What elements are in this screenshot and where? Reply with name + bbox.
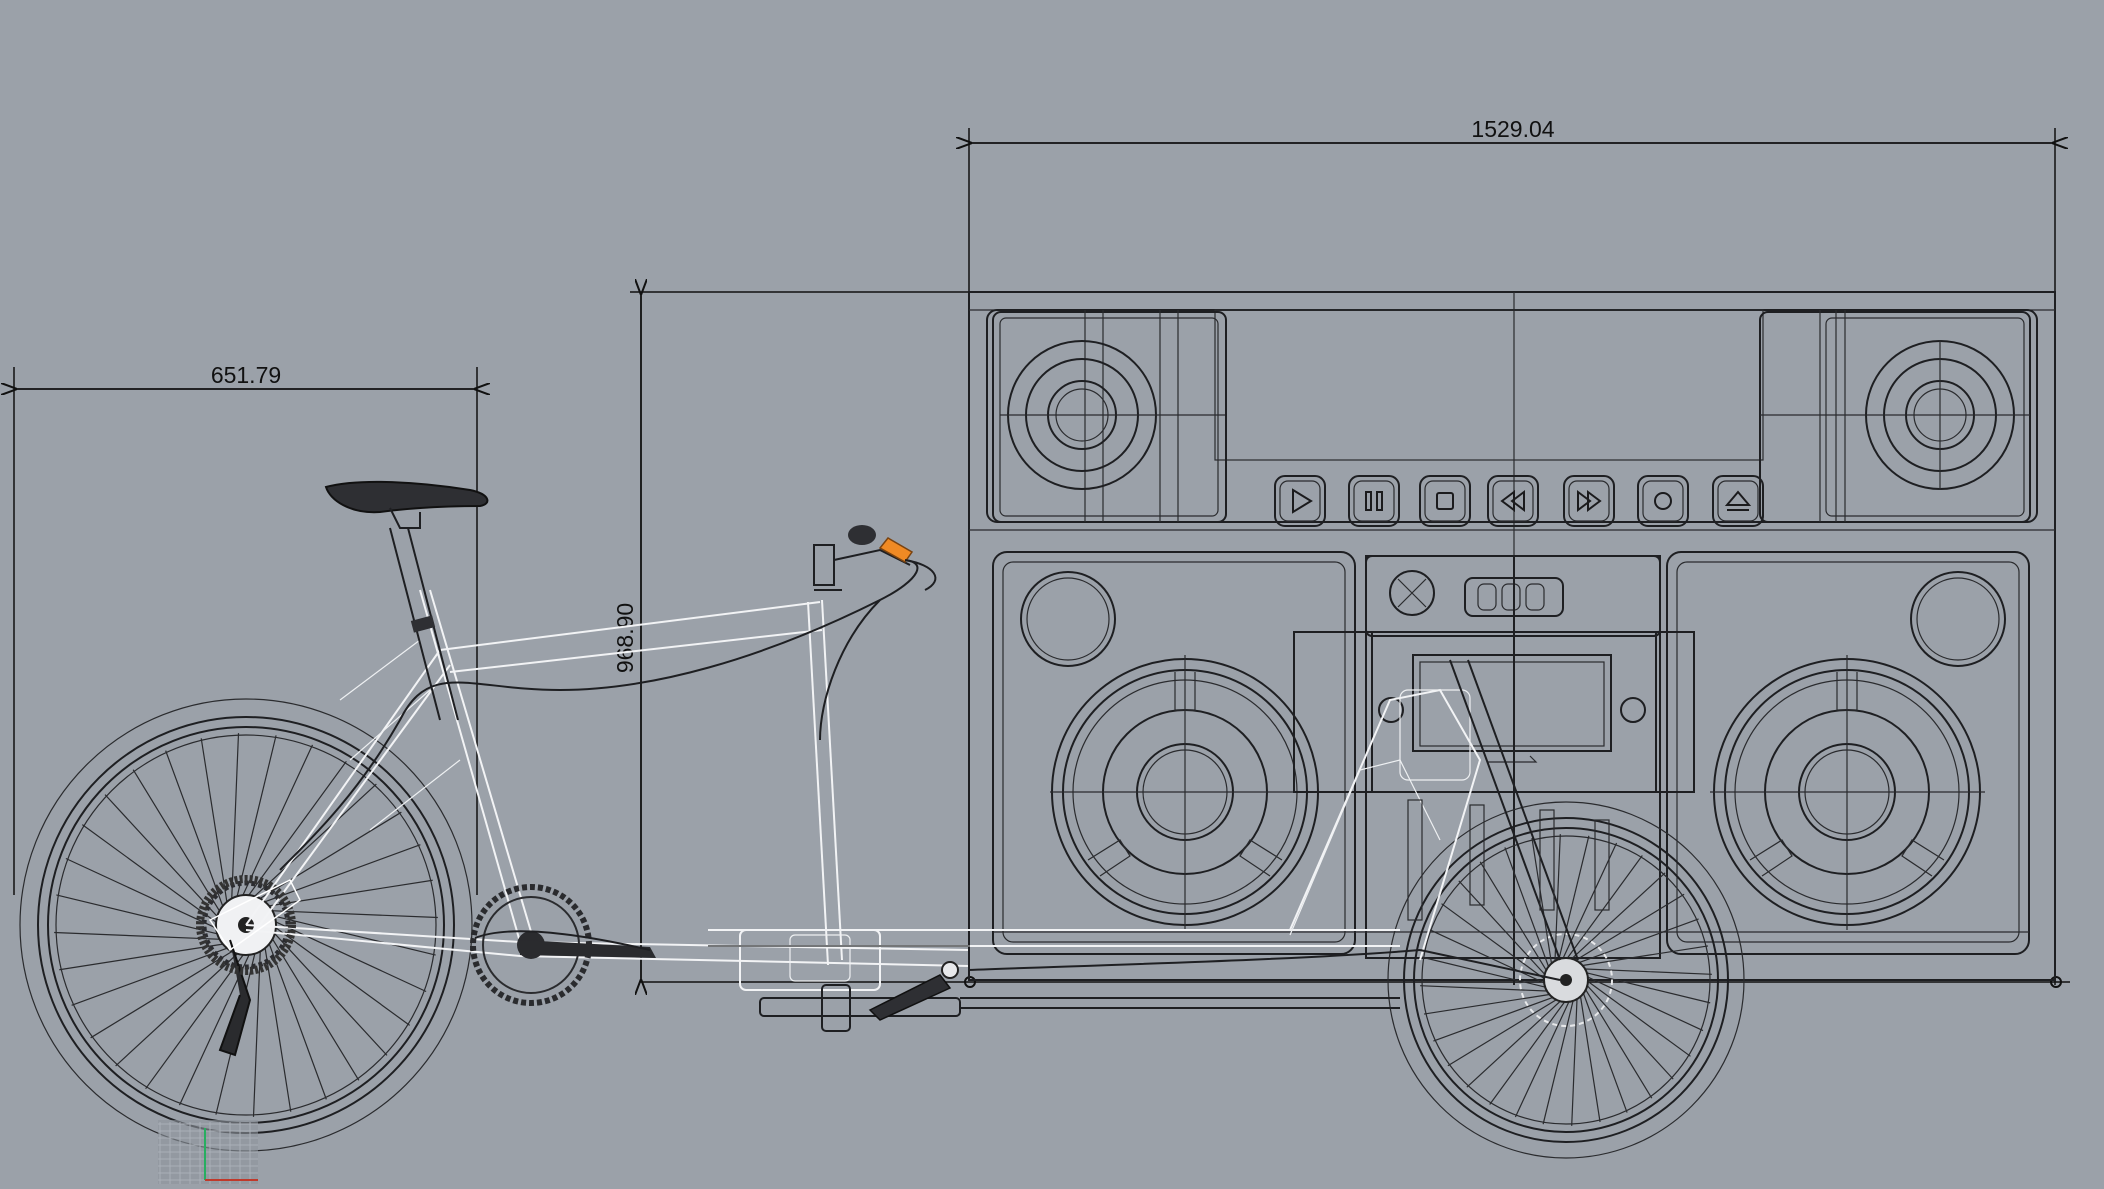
pause-button[interactable]: [1348, 475, 1400, 527]
wheel-spoke: [145, 950, 247, 1090]
left-woofer: [1050, 655, 1320, 930]
wheel-spoke: [115, 950, 242, 1067]
play-icon: [1292, 488, 1313, 514]
wheel-spoke: [200, 738, 229, 907]
bass-port-right: [1910, 571, 2006, 667]
wheel-spoke: [1514, 999, 1571, 1118]
wheel-spoke: [1579, 994, 1601, 1123]
wheel-spoke: [271, 919, 427, 993]
wheel-spoke: [1557, 835, 1590, 962]
wheel-spoke: [235, 735, 277, 902]
wheel-spoke: [230, 733, 240, 904]
wheel-spoke: [267, 939, 327, 1100]
wheel-spoke: [1433, 996, 1556, 1042]
wheel-spoke: [1585, 983, 1674, 1080]
stop-button[interactable]: [1419, 475, 1471, 527]
wheel-spoke: [1447, 997, 1559, 1067]
fast-forward-icon: [1577, 490, 1602, 512]
wheel-spoke: [1421, 956, 1548, 989]
wheel-spoke: [104, 794, 221, 921]
wheel-spoke: [1441, 903, 1547, 981]
wheel-spoke: [250, 783, 377, 900]
dimension-label-overall: 1529.04: [1471, 116, 1554, 142]
cassette: [196, 875, 301, 975]
wheel-spoke: [1428, 928, 1547, 985]
dimension-label-rear: 651.79: [211, 362, 281, 388]
wheel-spoke: [271, 929, 388, 1056]
wheel-spoke: [165, 750, 225, 911]
steering-linkage: [759, 961, 1400, 1032]
wheel-spoke: [54, 931, 225, 941]
wheel-spoke: [1573, 893, 1685, 963]
record-icon: [1654, 492, 1672, 510]
eject-button[interactable]: [1712, 475, 1764, 527]
play-button[interactable]: [1274, 475, 1326, 527]
wheel-spoke: [81, 824, 221, 926]
wheel-spoke: [1585, 979, 1691, 1057]
wheel-spoke: [59, 942, 228, 971]
wheel-spoke: [90, 948, 237, 1039]
crankset: [470, 884, 656, 1006]
wheel-spoke: [252, 946, 262, 1117]
wheel-spoke: [1565, 855, 1643, 961]
wheel-spoke: [245, 760, 347, 900]
wheel-spoke: [71, 946, 232, 1006]
brake-lever-accent: [878, 537, 914, 563]
wheel-spoke: [1489, 999, 1567, 1105]
bass-port-left: [1020, 571, 1116, 667]
handlebar: [813, 525, 937, 591]
dimension-rear-length[interactable]: 651.79: [14, 362, 477, 895]
pause-icon: [1365, 491, 1383, 511]
wheel-spoke: [271, 924, 411, 1026]
fast-forward-button[interactable]: [1563, 475, 1615, 527]
wheel-spoke: [132, 769, 223, 916]
rewind-button[interactable]: [1487, 475, 1539, 527]
boombox-model[interactable]: [968, 291, 2056, 985]
dimension-height[interactable]: 968.90: [612, 292, 2070, 987]
rewind-icon: [1500, 490, 1525, 512]
transport-controls: [1274, 475, 1764, 527]
wheel-spoke: [1580, 945, 1709, 967]
wheel-spoke: [1582, 990, 1628, 1113]
front-fork: [1407, 659, 1610, 981]
dimension-label-height: 968.90: [612, 603, 638, 673]
wheel-spoke: [1531, 837, 1553, 966]
wheel-spoke: [1576, 918, 1699, 964]
stop-icon: [1436, 492, 1454, 510]
wheel-spoke: [267, 909, 438, 919]
cargo-bike-model[interactable]: [19, 480, 1745, 1159]
wheel-spoke: [1569, 872, 1666, 961]
record-button[interactable]: [1637, 475, 1689, 527]
wheel-spoke: [65, 857, 221, 931]
wheel-spoke: [264, 879, 433, 908]
wheel-spoke: [269, 914, 436, 956]
wheel-spoke: [240, 744, 314, 900]
wheel-spoke: [1542, 998, 1575, 1125]
wheel-spoke: [1504, 847, 1550, 970]
top-right-tweeter: [1759, 310, 2031, 523]
wheel-spoke: [269, 934, 360, 1081]
wheel-spoke: [1583, 987, 1653, 1099]
wheel-spoke: [1585, 975, 1704, 1032]
wheel-spoke: [1571, 996, 1578, 1126]
eject-icon: [1724, 490, 1752, 511]
wheel-spoke: [56, 894, 223, 936]
wheel-spoke: [1479, 861, 1549, 973]
wheel-spoke: [1584, 971, 1711, 1004]
wheel-spoke: [1420, 985, 1550, 992]
right-woofer: [1710, 655, 1985, 930]
saddle: [324, 480, 489, 721]
top-left-tweeter: [992, 310, 1227, 523]
wheel-spoke: [1466, 999, 1563, 1088]
axis-gizmo: [158, 1120, 258, 1188]
wheel-spoke: [1458, 880, 1547, 977]
wheel-spoke: [260, 844, 421, 904]
wheel-spoke: [255, 811, 402, 902]
wheel-spoke: [1554, 834, 1561, 964]
wheel-spoke: [263, 943, 292, 1112]
wheel-spoke: [1582, 968, 1712, 975]
wheel-spoke: [1423, 993, 1552, 1015]
